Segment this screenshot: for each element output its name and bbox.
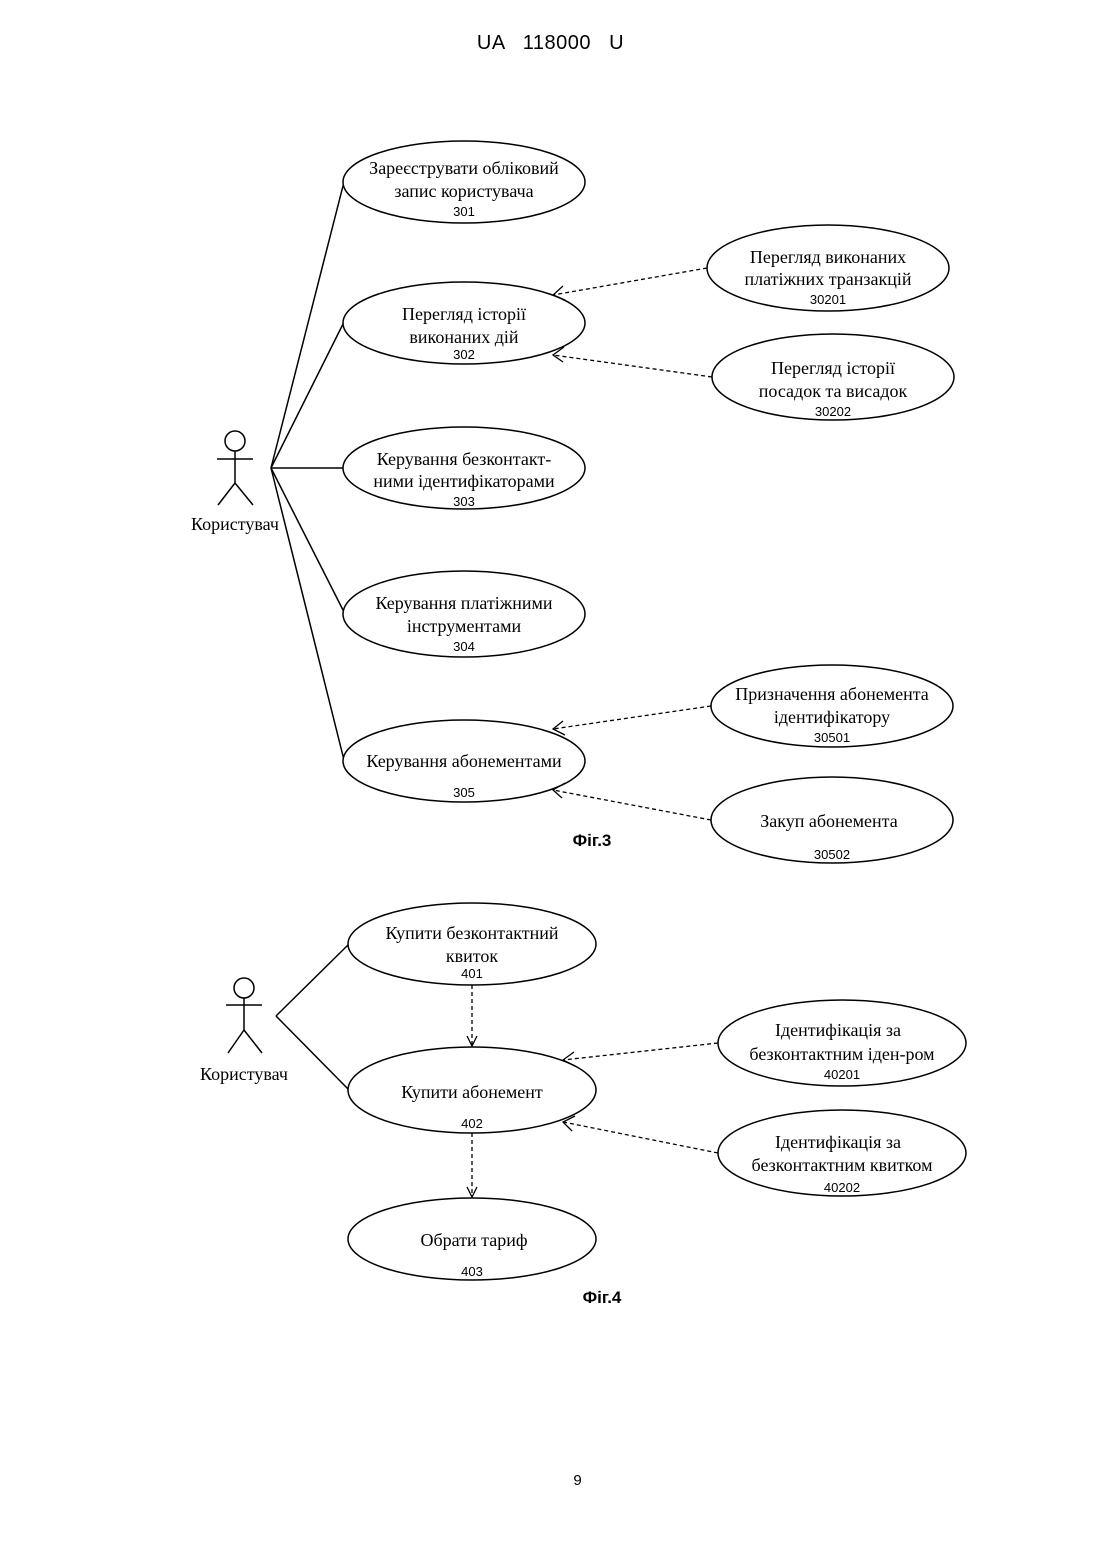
use-case-label: Зареєструвати обліковий: [369, 158, 559, 178]
use-case-label: платіжних транзакцій: [744, 269, 911, 289]
use-case-30201: Перегляд виконаних платіжних транзакцій …: [707, 225, 949, 311]
actor-leg-left: [218, 483, 235, 505]
use-case-ref: 402: [461, 1116, 483, 1131]
use-case-ref: 30501: [814, 730, 850, 745]
dependency-arrow: [553, 790, 711, 820]
figure-3: Користувач Зареєструвати обліковий запис…: [191, 141, 954, 863]
use-case-label: Купити абонемент: [401, 1082, 543, 1102]
association-line: [271, 182, 344, 468]
use-case-303: Керування безконтакт- ними ідентифікатор…: [343, 427, 585, 509]
use-case-30501: Призначення абонемента ідентифікатору 30…: [711, 665, 953, 747]
dependency-arrow: [553, 268, 707, 295]
use-case-304: Керування платіжними інструментами 304: [343, 571, 585, 657]
actor-leg-right: [235, 483, 253, 505]
use-case-label: посадок та висадок: [759, 381, 908, 401]
use-case-ref: 30502: [814, 847, 850, 862]
use-case-label: Перегляд виконаних: [750, 247, 906, 267]
use-case-302: Перегляд історії виконаних дій 302: [343, 282, 585, 364]
actor-leg-right: [244, 1030, 262, 1053]
association-line: [271, 468, 344, 612]
dependency-arrow: [553, 355, 712, 377]
figure-caption: Фіг.4: [583, 1288, 622, 1307]
actor-head: [225, 431, 245, 451]
use-case-ref: 30201: [810, 292, 846, 307]
use-case-label: Керування безконтакт-: [377, 449, 552, 469]
figure-4: Користувач Купити безконтактний квиток 4…: [200, 903, 966, 1307]
use-case-ref: 30202: [815, 404, 851, 419]
use-case-label: інструментами: [407, 616, 522, 636]
use-case-ref: 301: [453, 204, 475, 219]
use-case-ref: 40202: [824, 1180, 860, 1195]
use-case-ref: 401: [461, 966, 483, 981]
use-case-label: ними ідентифікаторами: [373, 471, 555, 491]
use-case-label: Керування абонементами: [366, 751, 562, 771]
use-case-30502: Закуп абонемента 30502: [711, 777, 953, 863]
dependency-arrow: [563, 1122, 718, 1153]
association-line: [271, 322, 344, 468]
use-case-ref: 305: [453, 785, 475, 800]
use-case-label: Перегляд історії: [402, 304, 526, 324]
actor-user-fig4: Користувач: [200, 978, 288, 1084]
use-case-label: квиток: [446, 946, 499, 966]
use-case-ref: 403: [461, 1264, 483, 1279]
use-case-label: ідентифікатору: [774, 707, 890, 727]
use-case-label: виконаних дій: [409, 327, 519, 347]
use-case-label: запис користувача: [394, 181, 533, 201]
use-case-label: Керування платіжними: [375, 593, 552, 613]
use-case-ref: 302: [453, 347, 475, 362]
actor-leg-left: [228, 1030, 244, 1053]
use-case-label: Призначення абонемента: [735, 684, 929, 704]
use-case-label: Купити безконтактний: [386, 923, 559, 943]
use-case-label: Ідентифікація за: [775, 1020, 901, 1040]
actor-label: Користувач: [191, 514, 279, 534]
use-case-label: безконтактним іден-ром: [749, 1044, 934, 1064]
use-case-label: Обрати тариф: [420, 1230, 527, 1250]
use-case-label: безконтактним квитком: [752, 1155, 933, 1175]
association-line: [276, 944, 349, 1016]
use-case-label: Перегляд історії: [771, 358, 895, 378]
use-case-label: Ідентифікація за: [775, 1132, 901, 1152]
use-case-305: Керування абонементами 305: [343, 720, 585, 802]
use-case-403: Обрати тариф 403: [348, 1198, 596, 1280]
use-case-ref: 304: [453, 639, 475, 654]
use-case-301: Зареєструвати обліковий запис користувач…: [343, 141, 585, 223]
page-number: 9: [0, 1472, 1101, 1489]
actor-head: [234, 978, 254, 998]
use-case-ref: 40201: [824, 1067, 860, 1082]
actor-user-fig3: Користувач: [191, 431, 279, 534]
use-case-label: Закуп абонемента: [760, 811, 898, 831]
use-case-30202: Перегляд історії посадок та висадок 3020…: [712, 334, 954, 420]
dependency-arrow: [553, 706, 711, 729]
use-case-40202: Ідентифікація за безконтактним квитком 4…: [718, 1110, 966, 1196]
use-case-ref: 303: [453, 494, 475, 509]
actor-label: Користувач: [200, 1064, 288, 1084]
use-case-40201: Ідентифікація за безконтактним іден-ром …: [718, 1000, 966, 1086]
use-case-401: Купити безконтактний квиток 401: [348, 903, 596, 985]
use-case-402: Купити абонемент 402: [348, 1047, 596, 1133]
figure-caption: Фіг.3: [573, 831, 612, 850]
association-line: [271, 468, 344, 760]
dependency-arrow: [563, 1043, 718, 1060]
